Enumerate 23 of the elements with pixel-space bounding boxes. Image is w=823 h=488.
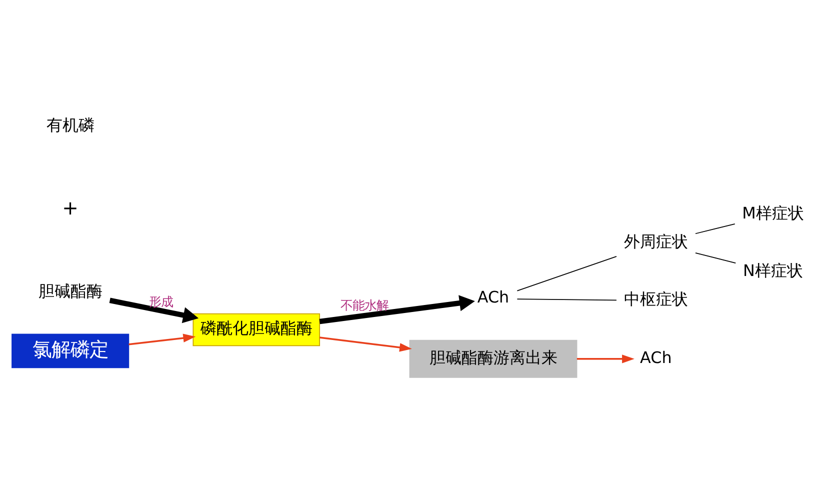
node-text: M样症状 — [742, 204, 804, 223]
node-text: ACh — [640, 348, 672, 367]
node-box: 氯解磷定 — [12, 334, 130, 368]
connector — [516, 256, 617, 292]
arrow — [128, 334, 196, 346]
arrow — [109, 298, 199, 324]
node-text: ACh — [477, 288, 510, 307]
node-text: 中枢症状 — [624, 289, 688, 308]
arrow — [320, 336, 412, 352]
node-box: 磷酰化胆碱酯酶 — [192, 313, 320, 346]
edge-label: 形成 — [148, 295, 173, 310]
node-text: 胆碱酯酶 — [38, 282, 102, 300]
connector — [516, 298, 617, 301]
connector — [695, 252, 736, 264]
label: + — [62, 196, 78, 220]
node-text: 外周症状 — [624, 232, 688, 252]
connector — [695, 224, 736, 234]
node-text: N样症状 — [743, 261, 803, 280]
node-text: 有机磷 — [46, 115, 94, 134]
node-box: 胆碱酯酶游离出来 — [409, 340, 578, 378]
arrow — [576, 354, 634, 364]
arrow — [319, 295, 475, 324]
edge-label: 不能水解 — [340, 298, 389, 313]
